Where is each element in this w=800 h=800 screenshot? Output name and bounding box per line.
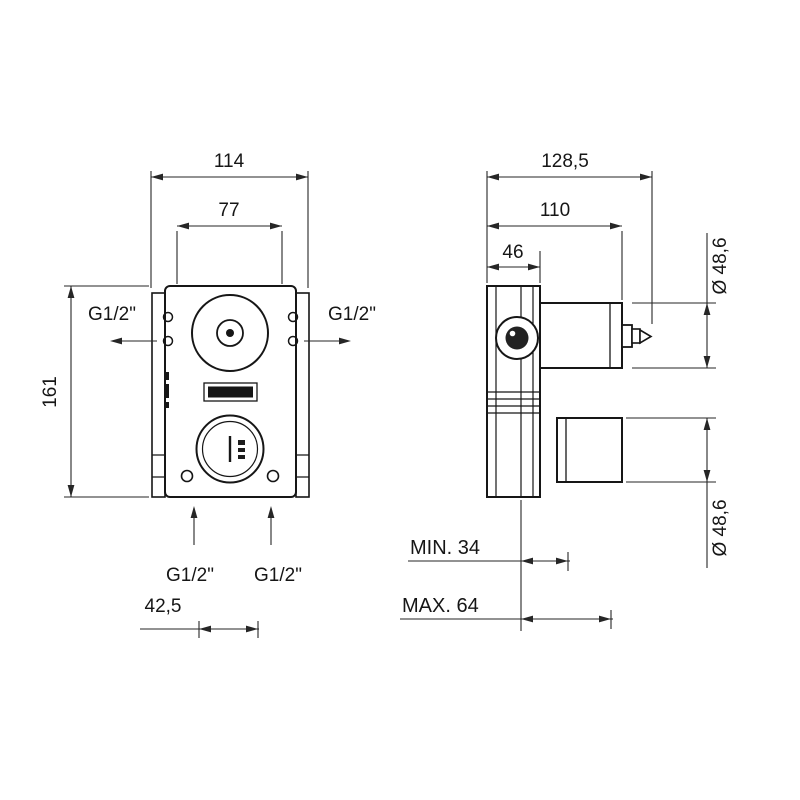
port-arrow-left-head	[110, 337, 122, 345]
inlet-arrow-left-head	[190, 506, 198, 518]
side-view	[486, 285, 653, 498]
dim-128-5-lines	[486, 171, 653, 324]
port-right-label: G1/2"	[328, 304, 376, 325]
dim-114-label: 114	[214, 151, 245, 172]
dim-min-lines	[408, 552, 570, 571]
dim-110-label: 110	[540, 200, 570, 221]
rail-notches	[152, 454, 309, 478]
depth-adjust-lines	[488, 391, 539, 414]
dim-42-5-label: 42,5	[145, 596, 182, 617]
port-arrow-right-head	[339, 337, 351, 345]
dim-110-lines	[487, 225, 623, 300]
mounting-rail-right	[295, 292, 310, 498]
dim-dia-bottom-lines	[626, 417, 716, 568]
mounting-rail-left	[151, 292, 166, 498]
dim-dia-top-lines	[632, 233, 716, 369]
dim-42-5-lines	[140, 621, 259, 638]
inlet-right-label: G1/2"	[254, 565, 302, 586]
dim-max-label: MAX. 64	[402, 595, 479, 617]
screw-hole-right	[266, 469, 280, 483]
valve-cartridge-side	[539, 302, 623, 369]
dim-min-label: MIN. 34	[410, 537, 480, 559]
screw-hole-left	[180, 469, 194, 483]
front-view	[151, 285, 310, 498]
cartridge-markings	[238, 440, 245, 459]
dim-114-lines	[150, 171, 309, 288]
dim-dia-bottom-label: Ø 48,6	[710, 499, 731, 556]
side-edge-markings	[166, 372, 169, 408]
knob-center-dot	[226, 329, 234, 337]
side-dimensions	[400, 171, 716, 631]
brand-label-plate	[203, 382, 258, 402]
dim-77-lines	[176, 225, 283, 284]
knob-slot-highlight	[509, 330, 516, 337]
port-left-label: G1/2"	[88, 304, 136, 325]
diverter-knob-side	[495, 316, 539, 360]
inlet-left-label: G1/2"	[166, 565, 214, 586]
front-dimensions	[64, 171, 351, 638]
dim-128-5-label: 128,5	[541, 151, 589, 172]
labels: 114 77 161 G1/2" G1/2" G1/2" G1/2" 42,5 …	[40, 151, 731, 617]
dim-46-label: 46	[502, 242, 523, 263]
side-port-holes	[162, 311, 299, 347]
cartridge-front	[195, 414, 265, 484]
dim-161-lines	[64, 285, 149, 498]
valve-spindle	[621, 324, 653, 348]
dim-max-lines	[400, 610, 613, 629]
outlet-pipe-side	[556, 417, 623, 483]
dim-161-label: 161	[40, 376, 61, 408]
inlet-arrow-right-head	[267, 506, 275, 518]
diverter-knob-front	[191, 294, 269, 372]
dim-77-label: 77	[218, 200, 239, 221]
dim-dia-top-label: Ø 48,6	[710, 237, 731, 294]
